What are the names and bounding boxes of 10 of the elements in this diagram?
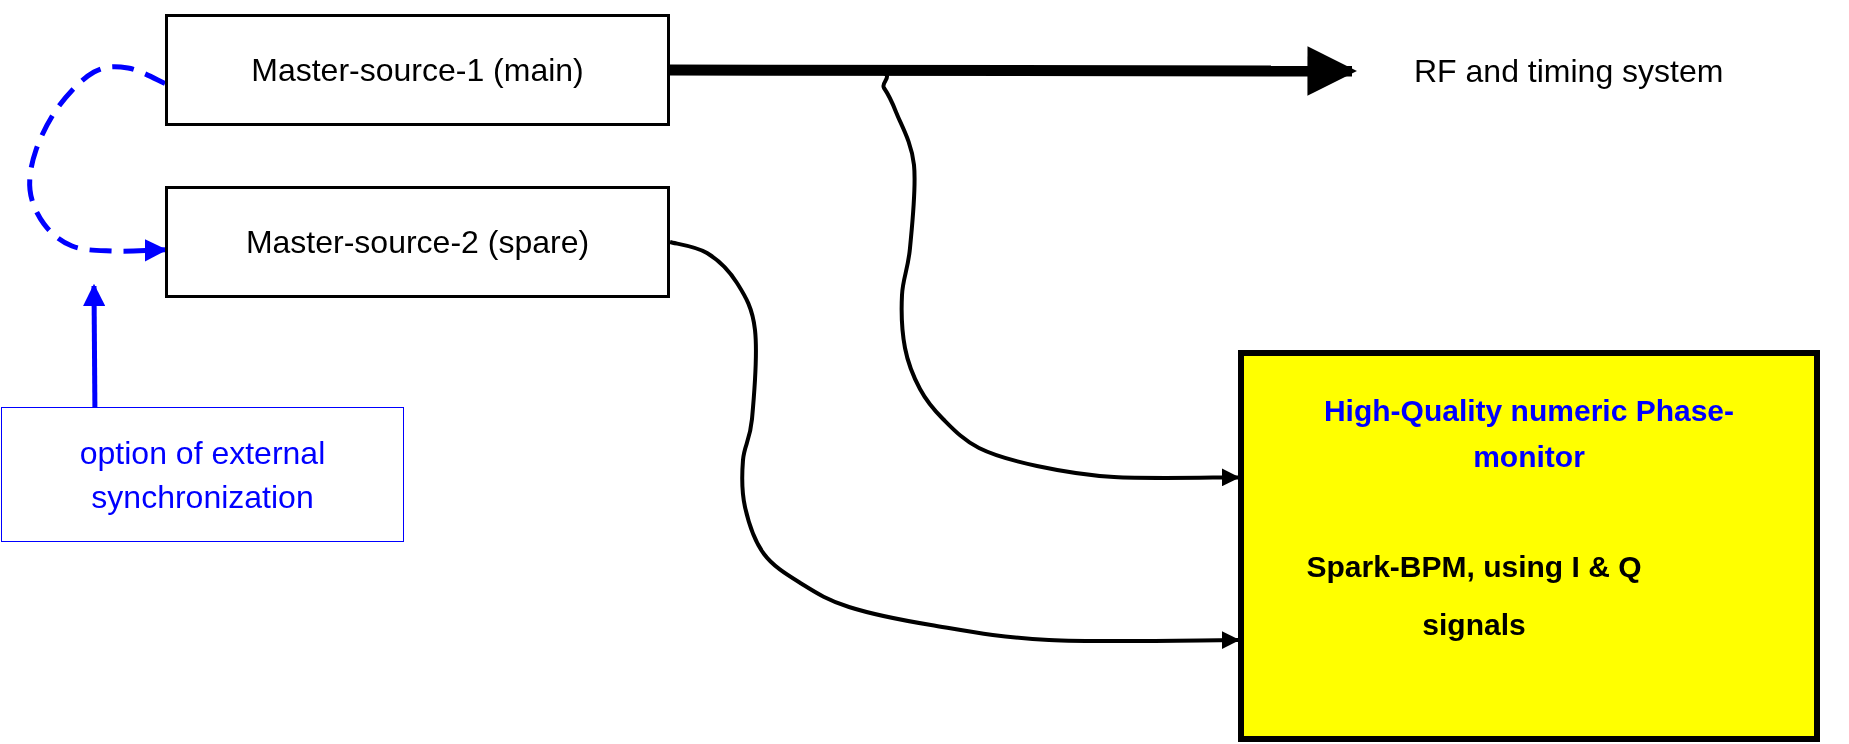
arrow xyxy=(669,240,1240,650)
arrow xyxy=(670,46,1357,96)
note-box: option of external synchronization xyxy=(1,407,404,542)
monitor-title: High-Quality numeric Phase-monitor xyxy=(1322,393,1736,475)
monitor-box xyxy=(1238,350,1820,742)
monitor-subtitle: Spark-BPM, using I & Q signals xyxy=(1305,549,1643,643)
process-box: Master-source-2 (spare) xyxy=(165,186,670,298)
system-label: RF and timing system xyxy=(1414,52,1724,91)
arrow xyxy=(82,283,106,407)
process-box: Master-source-1 (main) xyxy=(165,14,670,126)
